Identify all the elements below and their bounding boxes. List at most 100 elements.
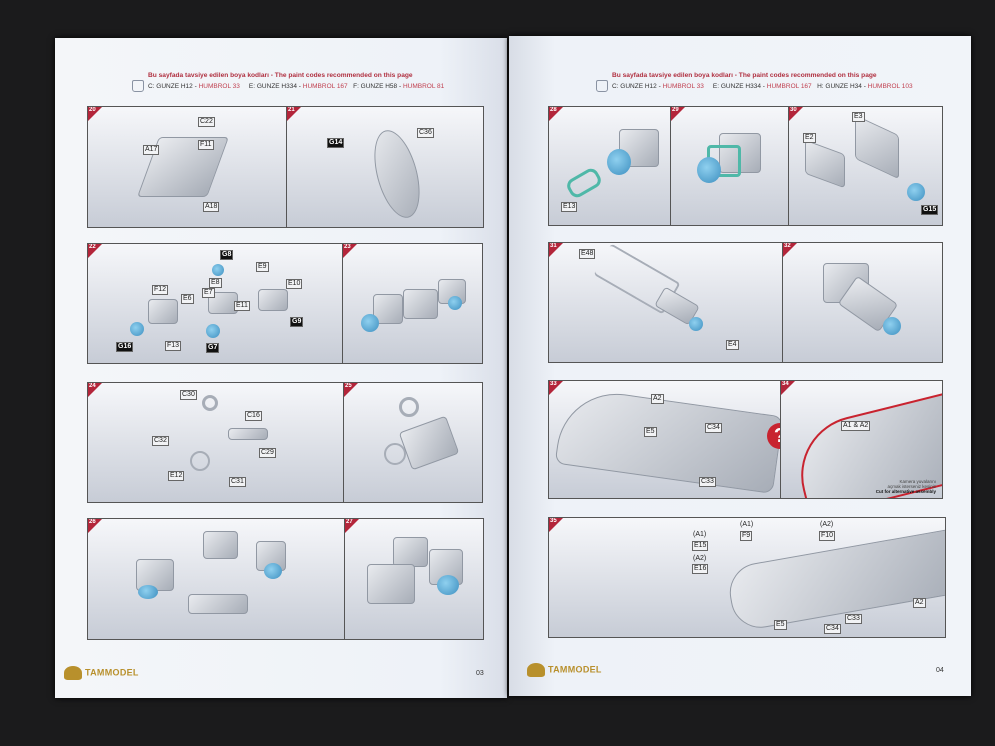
part-label: A2	[913, 598, 926, 608]
paint-header-left: Bu sayfada tavsiye edilen boya kodları -…	[148, 72, 445, 90]
model-part	[403, 289, 438, 319]
text: 33	[550, 381, 557, 387]
text: HUMBROL 33	[662, 83, 704, 90]
step-number-badge: 34	[781, 381, 795, 395]
step-30: 30 E3 E2 G15	[788, 106, 943, 226]
step-number-badge: 24	[88, 383, 102, 397]
part-label: C34	[705, 423, 722, 433]
part-label: C36	[417, 128, 434, 138]
step-26: 26	[87, 518, 345, 640]
step-number-badge: 30	[789, 107, 803, 121]
text: 34	[782, 381, 789, 387]
step-number-badge: 31	[549, 243, 563, 257]
part-label: E4	[726, 340, 739, 350]
part-label: F11	[198, 140, 214, 150]
text: C: GUNZE H12	[148, 83, 193, 90]
model-part	[138, 585, 158, 599]
text: 31	[550, 243, 557, 249]
part-label: F13	[165, 341, 182, 351]
part-label: E10	[286, 279, 303, 289]
step-32: 32	[782, 242, 943, 363]
text: TAMMODEL	[548, 664, 602, 675]
model-part	[883, 317, 901, 335]
step-number-badge: 27	[345, 519, 359, 533]
step-number-badge: 23	[343, 244, 357, 258]
text: H: GUNZE H34	[817, 83, 862, 90]
part-label: C30	[180, 390, 197, 400]
part-label: E2	[803, 133, 816, 143]
text: 27	[346, 519, 353, 525]
part-label: E16	[692, 564, 709, 574]
text: HUMBROL 103	[867, 83, 913, 90]
model-part	[258, 289, 288, 311]
text: 35	[550, 518, 557, 524]
model-part	[725, 528, 945, 633]
model-part	[190, 451, 210, 471]
text: E: GUNZE H334	[248, 83, 297, 90]
model-part	[697, 157, 721, 183]
step-25: 25	[343, 382, 483, 503]
part-label: C33	[845, 614, 862, 624]
model-part	[564, 165, 604, 201]
step-number-badge: 26	[88, 519, 102, 533]
part-label: A2	[651, 394, 664, 404]
part-label: E6	[181, 294, 194, 304]
text: Bu sayfada tavsiye edilen boya kodları -…	[612, 72, 877, 79]
step-22: 22 G8 E9 E8 E10 F12 E6 E7 E11 G9 G16 F13…	[87, 243, 343, 364]
part-label: A18	[203, 202, 220, 212]
part-label: G8	[220, 250, 234, 260]
model-part	[399, 397, 419, 417]
model-part	[188, 594, 248, 614]
part-label: E7	[202, 288, 215, 298]
paint-jar-icon	[596, 80, 608, 92]
text: 22	[89, 244, 96, 250]
model-part	[398, 415, 460, 471]
text: HUMBROL 167	[302, 83, 348, 90]
step-number-badge: 20	[88, 107, 102, 121]
part-label: (A2)	[820, 521, 834, 528]
text: C: GUNZE H12	[612, 83, 657, 90]
text: 21	[288, 107, 295, 113]
text: F: GUNZE H58	[353, 83, 398, 90]
paint-jar-icon	[132, 80, 144, 92]
part-label: (A1)	[740, 521, 754, 528]
step-number-badge: 35	[549, 518, 563, 532]
model-part	[689, 317, 703, 331]
step-number-badge: 21	[287, 107, 301, 121]
text: 29	[672, 107, 679, 113]
step-33: 33 ? A2 E5 C34 C33	[548, 380, 781, 499]
step-number-badge: 32	[783, 243, 797, 257]
part-label: C29	[259, 448, 276, 458]
model-part	[228, 428, 268, 440]
text: 23	[344, 244, 351, 250]
text: 20	[89, 107, 96, 113]
page-number-right: 04	[936, 667, 944, 674]
step-23: 23	[342, 243, 483, 364]
page-number-left: 03	[476, 670, 484, 677]
model-part	[554, 386, 780, 494]
model-part	[367, 564, 415, 604]
brand-logo-right: TAMMODEL	[527, 663, 602, 677]
model-part	[148, 299, 178, 324]
part-label: G15	[921, 205, 939, 215]
paint-header-right: Bu sayfada tavsiye edilen boya kodları -…	[612, 72, 913, 90]
text: 26	[89, 519, 96, 525]
text: açmak isterseniz kesiniz	[887, 484, 936, 489]
part-label: E9	[256, 262, 269, 272]
part-label: C34	[824, 624, 841, 634]
part-label: C31	[229, 477, 246, 487]
model-part	[212, 264, 224, 276]
eagle-icon	[527, 663, 545, 677]
step-number-badge: 33	[549, 381, 563, 395]
model-part	[393, 537, 428, 567]
model-part	[448, 296, 462, 310]
step-number-badge: 28	[549, 107, 563, 121]
part-label: C22	[198, 117, 215, 127]
part-label: E15	[692, 541, 709, 551]
step-31: 31 E48 E4	[548, 242, 783, 363]
question-icon: ?	[767, 423, 780, 449]
model-part	[202, 395, 218, 411]
model-part	[264, 563, 282, 579]
